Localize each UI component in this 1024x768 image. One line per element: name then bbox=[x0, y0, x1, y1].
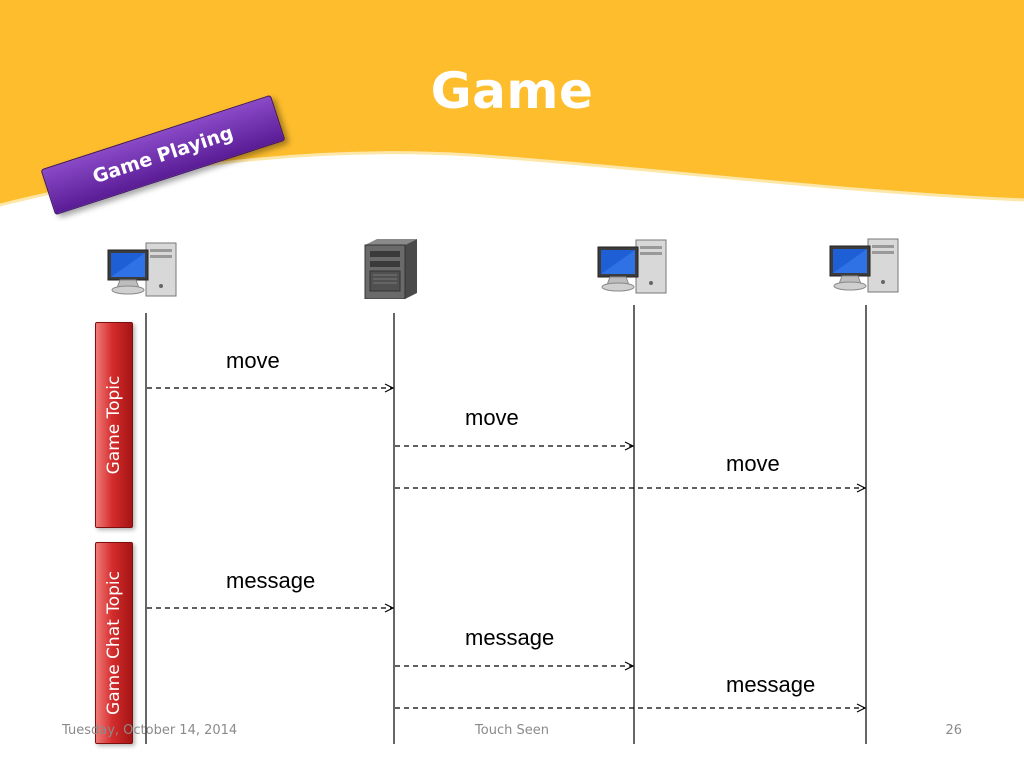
footer-date: Tuesday, October 14, 2014 bbox=[62, 723, 238, 738]
topic-bar-game-chat: Game Chat Topic bbox=[95, 542, 133, 744]
desktop-computer-icon bbox=[829, 238, 899, 293]
message-label: message bbox=[465, 625, 555, 650]
desktop-computer-icon bbox=[597, 239, 667, 294]
topic-bar-game: Game Topic bbox=[95, 322, 133, 528]
footer-center-text: Touch Seen bbox=[475, 723, 549, 738]
message-label: move bbox=[465, 405, 519, 430]
message-label: message bbox=[226, 568, 316, 593]
page-number: 26 bbox=[945, 723, 962, 738]
slide-title: Game bbox=[430, 62, 594, 120]
message-label: move bbox=[226, 348, 280, 373]
message-label: message bbox=[726, 672, 816, 697]
message-label: move bbox=[726, 451, 780, 476]
desktop-computer-icon bbox=[107, 242, 177, 297]
server-tower-icon bbox=[364, 239, 417, 299]
